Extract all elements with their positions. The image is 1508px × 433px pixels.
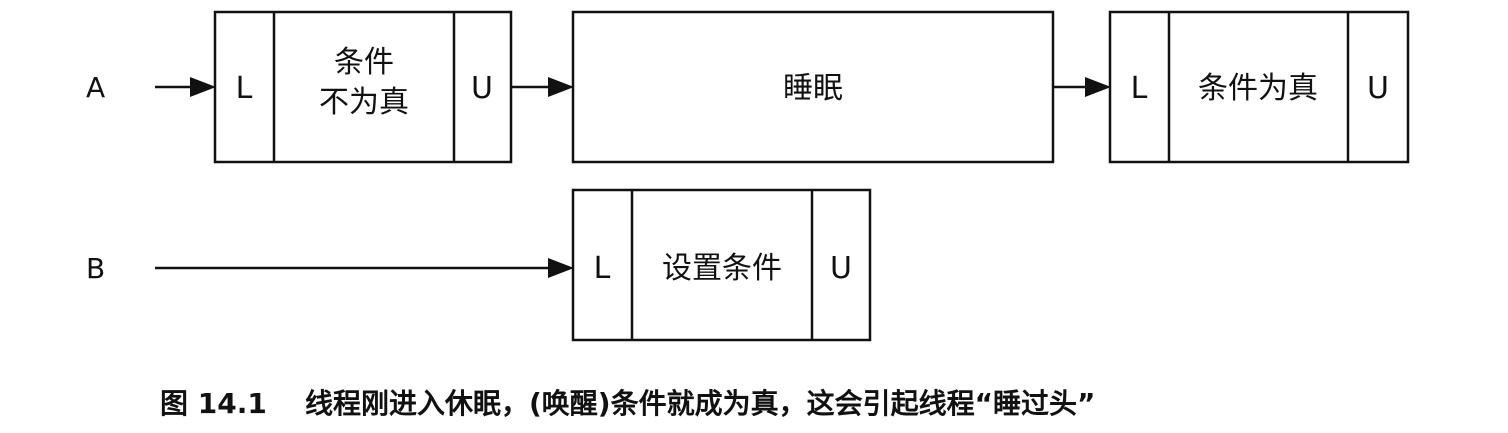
box-a-sleep: 睡眠: [571, 10, 1055, 164]
arrow-b-start: [155, 258, 574, 278]
box-a-condition-true: L 条件为真 U: [1108, 10, 1410, 164]
box-text-line1: 条件: [334, 45, 394, 80]
arrow-sleep-to-a3: [1053, 77, 1111, 97]
box-text: 设置条件: [662, 251, 782, 286]
arrow-a-start: [155, 77, 216, 97]
lock-label: L: [594, 251, 611, 286]
unlock-label: U: [1367, 71, 1389, 106]
box-text-line2: 不为真: [319, 85, 409, 120]
box-a-condition-false: L 条件 不为真 U: [213, 10, 513, 164]
unlock-label: U: [830, 251, 852, 286]
figure-caption: 图 14.1 线程刚进入休眠，(唤醒)条件就成为真，这会引起线程“睡过头”: [160, 387, 1095, 420]
lock-label: L: [236, 71, 253, 106]
arrow-a1-to-sleep: [511, 77, 574, 97]
row-label-b: B: [86, 252, 105, 285]
lock-label: L: [1131, 71, 1148, 106]
unlock-label: U: [471, 71, 493, 106]
row-label-a: A: [86, 71, 105, 104]
caption-number: 图 14.1: [160, 387, 267, 420]
caption-text: 线程刚进入休眠，(唤醒)条件就成为真，这会引起线程“睡过头”: [305, 387, 1095, 420]
sleep-text: 睡眠: [783, 71, 843, 106]
box-text: 条件为真: [1198, 71, 1318, 106]
box-b-set-condition: L 设置条件 U: [571, 188, 872, 342]
